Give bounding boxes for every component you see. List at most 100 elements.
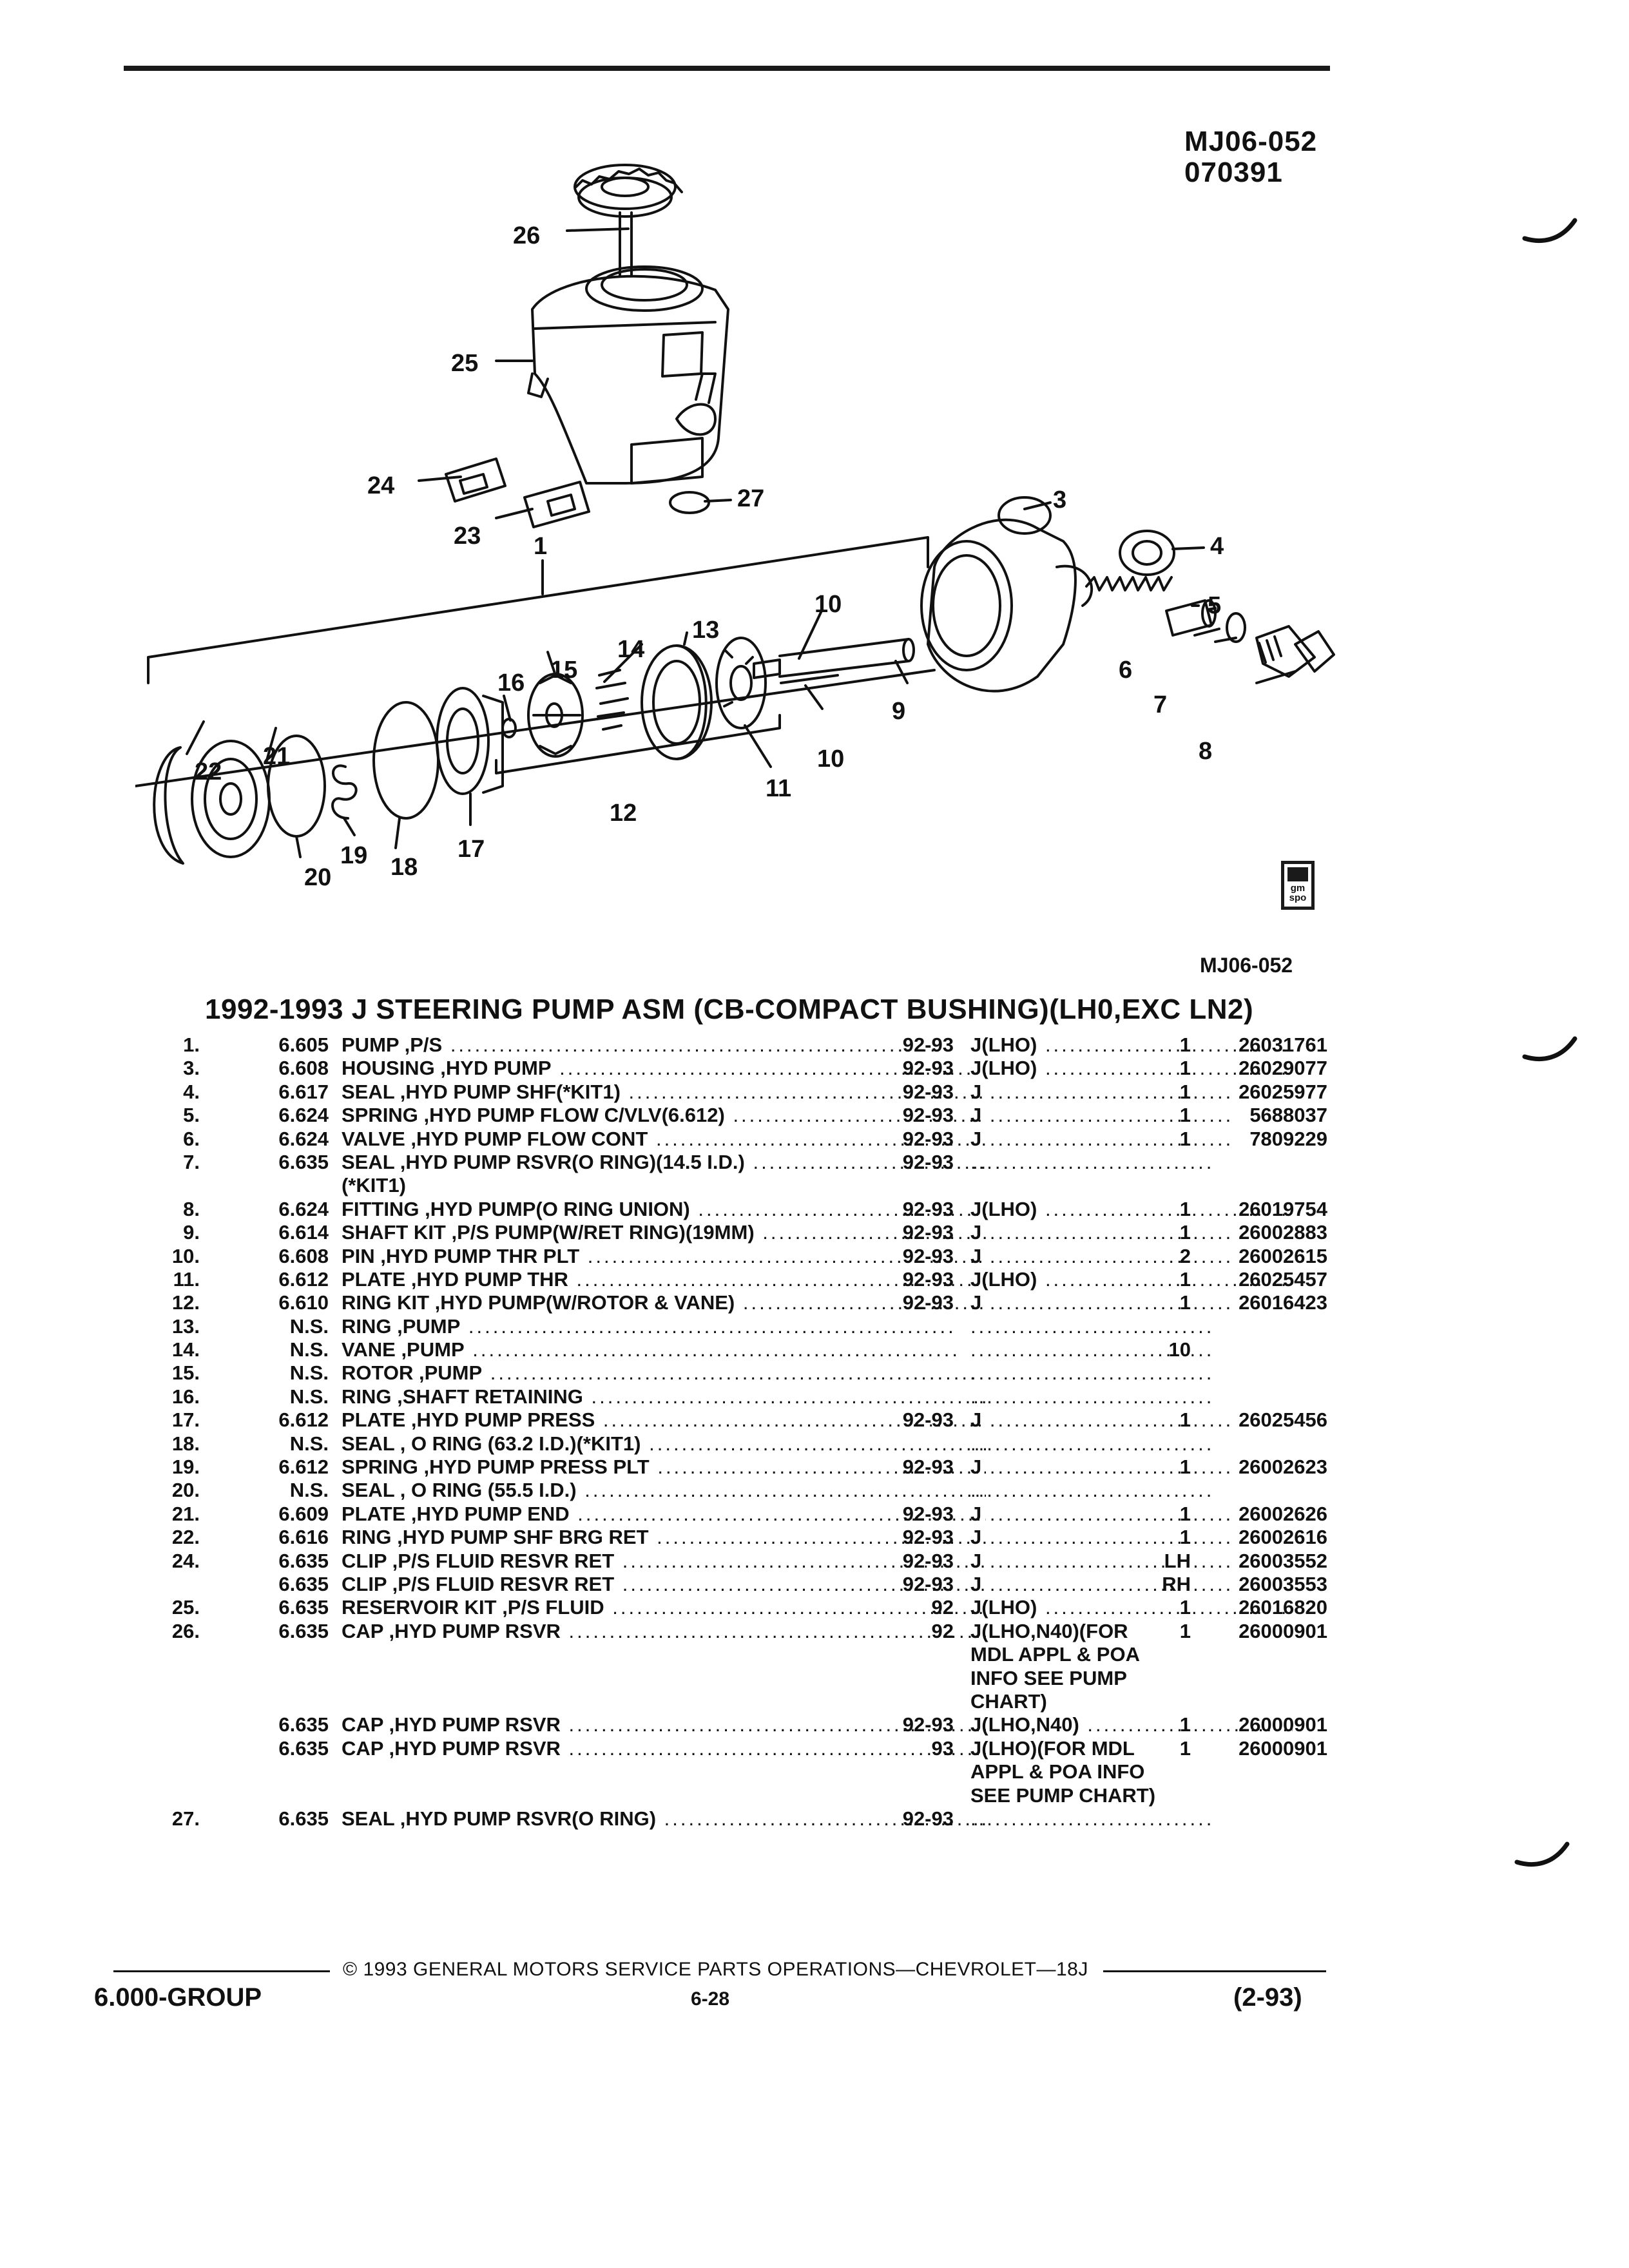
- parts-desc-text: PLATE ,HYD PUMP THR: [342, 1267, 568, 1291]
- parts-ref-text: 3.: [183, 1057, 200, 1080]
- parts-cell-app: ..............................: [970, 1361, 1215, 1385]
- margin-tick-1: [1522, 218, 1577, 244]
- parts-qty-text: 1: [1179, 1291, 1191, 1314]
- parts-cell-ref: 21.: [148, 1503, 200, 1526]
- parts-cell-desc: (*KIT1): [342, 1174, 986, 1197]
- parts-ref-text: 9.: [183, 1221, 200, 1244]
- parts-ref-text: 25.: [171, 1596, 200, 1619]
- parts-cell-grp: 6.612: [226, 1268, 329, 1291]
- bearing-retaining-ring-drawing: [153, 746, 184, 865]
- parts-cell-desc: RING ,SHAFT RETAINING ..................…: [342, 1385, 986, 1408]
- parts-desc-text: CAP ,HYD PUMP RSVR: [342, 1736, 561, 1760]
- parts-cell-app: J(LHO) ..............................: [970, 1033, 1289, 1056]
- parts-qty-text: 1: [1179, 1080, 1191, 1103]
- parts-cell-qty: LH: [1133, 1550, 1191, 1573]
- parts-desc-text: RING ,PUMP: [342, 1314, 461, 1338]
- parts-cell-app: J ..............................: [970, 1526, 1234, 1549]
- parts-cell-app: J ..............................: [970, 1408, 1234, 1432]
- parts-cell-app: J ..............................: [970, 1104, 1234, 1127]
- parts-ref-text: 11.: [173, 1267, 200, 1291]
- parts-cell-grp: N.S.: [226, 1315, 329, 1338]
- parts-cell-pn: 26000901: [1199, 1620, 1327, 1643]
- parts-qty-text: 2: [1179, 1244, 1191, 1267]
- parts-ref-text: 15.: [171, 1361, 200, 1385]
- parts-desc-text: PIN ,HYD PUMP THR PLT: [342, 1244, 580, 1267]
- parts-cell-ref: 26.: [148, 1620, 200, 1643]
- parts-cell-ref: 8.: [148, 1198, 200, 1221]
- parts-cell-grp: 6.635: [226, 1550, 329, 1573]
- parts-cell-grp: 6.635: [226, 1620, 329, 1643]
- callout-5: 5: [1208, 592, 1221, 619]
- gm-spo-logo-text: gm spo: [1289, 883, 1307, 903]
- parts-cell-grp: 6.610: [226, 1291, 329, 1314]
- parts-cell-qty: 1: [1133, 1081, 1191, 1104]
- pump-housing-drawing: [920, 496, 1094, 693]
- parts-pn-text: 26016820: [1239, 1596, 1327, 1619]
- parts-pn-text: 26002615: [1239, 1244, 1327, 1267]
- callout-20: 20: [304, 864, 331, 891]
- parts-cell-app: J(LHO,N40) .............................…: [970, 1713, 1293, 1736]
- footer-date: (2-93): [1233, 1983, 1302, 2012]
- parts-qty-text: 1: [1179, 1596, 1191, 1619]
- parts-cell-ref: 7.: [148, 1151, 200, 1174]
- parts-cell-desc: PIN ,HYD PUMP THR PLT ..................…: [342, 1244, 986, 1267]
- parts-app-text: J(LHO): [970, 1197, 1037, 1220]
- parts-cell-yr: 93: [838, 1737, 954, 1760]
- callout-13: 13: [692, 617, 719, 644]
- parts-yr-text: 92-93: [902, 1526, 954, 1549]
- parts-yr-text: 92-93: [902, 1713, 954, 1736]
- parts-cell-desc: PLATE ,HYD PUMP THR ....................…: [342, 1267, 986, 1291]
- parts-ref-text: 8.: [183, 1197, 200, 1220]
- parts-desc-text: RING KIT ,HYD PUMP(W/ROTOR & VANE): [342, 1291, 735, 1314]
- parts-cell-desc: SEAL ,HYD PUMP SHF(*KIT1) ..............…: [342, 1080, 986, 1103]
- parts-cell-grp: 6.624: [226, 1198, 329, 1221]
- parts-desc-text: SPRING ,HYD PUMP PRESS PLT: [342, 1456, 650, 1479]
- parts-desc-text: PLATE ,HYD PUMP PRESS: [342, 1408, 595, 1432]
- parts-cell-pn: 26025977: [1199, 1081, 1327, 1104]
- callout-10b: 10: [817, 745, 844, 773]
- parts-app-text: J: [970, 1502, 982, 1525]
- parts-cell-yr: 92-93: [838, 1033, 954, 1057]
- parts-cell-desc: PLATE ,HYD PUMP PRESS ..................…: [342, 1408, 986, 1432]
- parts-yr-text: 92-93: [902, 1150, 954, 1173]
- parts-cell-grp: 6.624: [226, 1128, 329, 1151]
- parts-cell-ref: 12.: [148, 1291, 200, 1314]
- callout-1: 1: [534, 533, 547, 560]
- parts-yr-text: 92-93: [902, 1197, 954, 1220]
- end-plate-drawing: [191, 740, 271, 858]
- callout-8: 8: [1199, 738, 1212, 765]
- parts-cell-desc: PUMP ,P/S ..............................…: [342, 1033, 938, 1056]
- parts-cell-app: J ..............................: [970, 1244, 1234, 1267]
- parts-pn-text: 26003553: [1239, 1572, 1327, 1595]
- parts-cell-yr: 92: [838, 1596, 954, 1619]
- parts-app-text: J: [970, 1526, 982, 1549]
- parts-grp-text: 6.635: [278, 1713, 329, 1736]
- parts-grp-text: 6.610: [278, 1291, 329, 1314]
- parts-desc-text: ROTOR ,PUMP: [342, 1361, 483, 1385]
- parts-cell-ref: 15.: [148, 1361, 200, 1385]
- parts-cell-desc: PLATE ,HYD PUMP END ....................…: [342, 1502, 986, 1525]
- parts-ref-text: 4.: [183, 1080, 200, 1103]
- parts-ref-text: 12.: [171, 1291, 200, 1314]
- parts-desc-text: VANE ,PUMP: [342, 1338, 465, 1361]
- parts-cell-yr: 92-93: [838, 1268, 954, 1291]
- parts-cell-app: J ..............................: [970, 1549, 1234, 1572]
- callout-18: 18: [390, 854, 418, 881]
- parts-app-text: J(LHO): [970, 1057, 1037, 1080]
- parts-ref-text: 14.: [171, 1338, 200, 1361]
- figure-code-line2: 070391: [1184, 157, 1283, 188]
- parts-cell-yr: 92-93: [838, 1573, 954, 1596]
- callout-21: 21: [263, 743, 290, 770]
- parts-ref-text: 5.: [183, 1104, 200, 1127]
- parts-ref-text: 13.: [171, 1314, 200, 1338]
- parts-cell-pn: 26025456: [1199, 1408, 1327, 1432]
- parts-cell-grp: 6.635: [226, 1807, 329, 1831]
- parts-desc-text: (*KIT1): [342, 1174, 406, 1197]
- parts-pn-text: 26000901: [1239, 1736, 1327, 1760]
- parts-cell-app: J(LHO) ..............................: [970, 1197, 1289, 1220]
